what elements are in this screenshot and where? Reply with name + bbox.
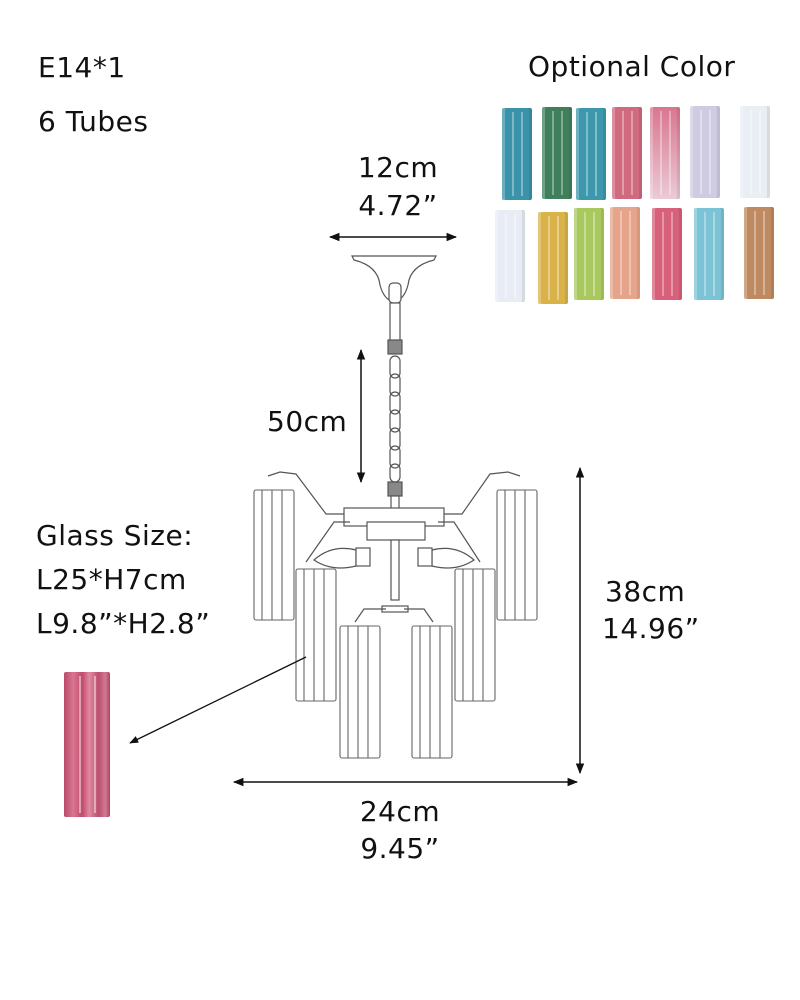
- glass-pointer-arrow: [129, 656, 307, 744]
- tube-upper-left: [253, 489, 295, 621]
- swatch-teal[interactable]: [576, 108, 606, 200]
- swatch-pink[interactable]: [650, 107, 680, 199]
- frame: [267, 471, 521, 623]
- tube-count: 6 Tubes: [38, 105, 149, 138]
- tube-bottom-right: [411, 625, 453, 759]
- glass-sample-tube: [64, 672, 110, 817]
- glass-tubes: [253, 489, 538, 759]
- swatch-rose-red[interactable]: [612, 107, 642, 199]
- swatch-sky-blue[interactable]: [694, 208, 724, 300]
- width-in: 9.45”: [360, 832, 440, 865]
- glass-size-in: L9.8”*H2.8”: [36, 607, 211, 640]
- canopy-width-cm: 12cm: [357, 151, 439, 184]
- swatch-dark-green[interactable]: [542, 107, 572, 199]
- chain-length-label: 50cm: [267, 405, 348, 438]
- tube-middle-right: [454, 568, 496, 702]
- height-in: 14.96”: [602, 612, 700, 645]
- swatch-teal-blue[interactable]: [502, 108, 532, 200]
- tube-bottom-left: [339, 625, 381, 759]
- optional-color-title: Optional Color: [528, 50, 736, 83]
- width-cm: 24cm: [359, 795, 441, 828]
- canopy-width-in: 4.72”: [358, 189, 438, 222]
- swatch-bronze[interactable]: [744, 207, 774, 299]
- chain: [387, 355, 403, 513]
- swatch-lime-green[interactable]: [574, 208, 604, 300]
- glass-size-cm: L25*H7cm: [36, 563, 187, 596]
- swatch-lavender[interactable]: [690, 106, 720, 198]
- height-cm: 38cm: [605, 575, 686, 608]
- swatch-peach[interactable]: [610, 207, 640, 299]
- tube-middle-left: [295, 568, 337, 702]
- swatch-clear-white[interactable]: [740, 106, 770, 198]
- tube-upper-right: [496, 489, 538, 621]
- glass-size-title: Glass Size:: [36, 519, 194, 552]
- socket-spec: E14*1: [38, 51, 126, 84]
- swatch-amber-yellow[interactable]: [538, 212, 568, 304]
- swatch-magenta-pink[interactable]: [652, 208, 682, 300]
- swatch-white[interactable]: [495, 210, 525, 302]
- canopy: [351, 255, 437, 355]
